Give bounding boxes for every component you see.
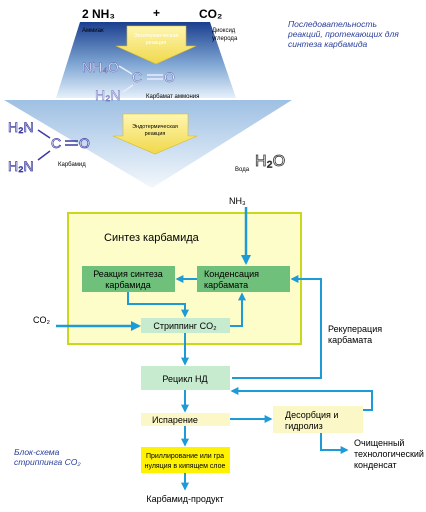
- reactant-nh3: 2 NH₃: [82, 7, 115, 21]
- reactant-ammonia-label: Аммиак: [82, 28, 104, 34]
- urea-h2n-bottom: H₂N: [8, 158, 34, 174]
- arrow-reaction-to-stripping: [127, 292, 189, 318]
- flow-arrows: [127, 275, 373, 491]
- desorption-label-1: Десорбция и: [285, 410, 338, 420]
- endothermic-label-2: реакция: [145, 131, 166, 137]
- prilling-box: [141, 447, 230, 473]
- stripping-label: Стриппинг CO₂: [153, 321, 217, 331]
- desorption-box: [273, 406, 363, 433]
- top-caption-line-1: Последовательность: [288, 19, 377, 29]
- co2-label: CO₂: [33, 315, 51, 325]
- urea-bond-top: [37, 129, 51, 139]
- condensate-label-3: конденсат: [354, 460, 397, 470]
- carbamate-c: C: [132, 69, 142, 85]
- desorption-label-2: гидролиз: [285, 421, 323, 431]
- urea-name: Карбамид: [58, 162, 86, 168]
- upper-funnel: [56, 22, 236, 98]
- bottom-caption: Блок-схема стриппинга CO₂: [14, 447, 81, 467]
- stripping-box: [141, 318, 230, 333]
- recycle-box: [141, 366, 230, 390]
- urea-bond-bottom: [37, 150, 51, 161]
- water-formula: H₂O: [255, 153, 285, 170]
- reactant-co2-label-2: углерода: [212, 36, 238, 42]
- urea-o: O: [79, 135, 90, 151]
- reaction-synthesis-box: [82, 266, 175, 292]
- product-label: Карбамид-продукт: [146, 494, 223, 504]
- bottom-caption-line-1: Блок-схема: [14, 447, 60, 457]
- endothermic-label-1: Эндотермическая: [132, 124, 178, 130]
- bottom-caption-line-2: стриппинга CO₂: [14, 457, 81, 467]
- top-caption-line-3: синтеза карбамида: [288, 39, 368, 49]
- top-caption: Последовательность реакций, протекающих …: [288, 19, 399, 49]
- condensation-label-2: карбамата: [204, 280, 248, 290]
- carbamate-name: Карбамат аммония: [146, 94, 199, 100]
- urea-c: C: [51, 135, 61, 151]
- urea-h2n-top: H₂N: [8, 119, 34, 135]
- reaction-synthesis-label-2: карбамида: [105, 280, 151, 290]
- top-caption-line-2: реакций, протекающих для: [288, 29, 399, 39]
- prilling-label-1: Приллирование или гра: [146, 453, 224, 460]
- water-name: Вода: [235, 167, 250, 173]
- nh3-label: NH₃: [229, 196, 246, 206]
- endothermic-arrow: [112, 113, 198, 155]
- exothermic-arrow: [115, 25, 197, 65]
- recuperation-label-1: Рекуперация: [328, 324, 382, 334]
- condensate-label-2: технологический: [354, 449, 424, 459]
- carbamate-o: O: [164, 69, 175, 85]
- condensation-label-1: Конденсация: [204, 269, 259, 279]
- condensation-box: [197, 266, 290, 292]
- arrow-recuperation-loop: [232, 275, 322, 379]
- prilling-label-2: нуляция в кипящем слое: [145, 463, 226, 470]
- recycle-label: Рецикл НД: [162, 374, 207, 384]
- carbamate-nh4o: NH₄O: [82, 59, 119, 75]
- flow-chart: Синтез карбамида NH₃ Реакция синтеза кар…: [33, 196, 424, 504]
- carbamate-bond-1: [118, 65, 133, 75]
- evaporation-box: [141, 413, 230, 426]
- reactant-co2-label-1: Диоксид: [212, 28, 236, 34]
- arrow-desorption-to-recycle: [230, 387, 373, 411]
- recuperation-label-2: карбамата: [328, 335, 372, 345]
- reaction-synthesis-label-1: Реакция синтеза: [93, 269, 163, 279]
- reaction-scheme: 2 NH₃ + CO₂ Аммиак Диоксид углерода Экзо…: [4, 6, 292, 188]
- arrow-stripping-to-condensation: [230, 292, 246, 327]
- condensate-label-1: Очищенный: [354, 438, 404, 448]
- synthesis-title: Синтез карбамида: [104, 232, 200, 244]
- reactant-co2: CO₂: [199, 7, 222, 21]
- exothermic-label-2: реакция: [146, 40, 167, 46]
- carbamate-bond-2: [122, 84, 134, 93]
- evaporation-label: Испарение: [152, 415, 198, 425]
- carbamate-h2n: H₂N: [95, 87, 121, 103]
- reaction-plus: +: [153, 6, 160, 20]
- exothermic-label-1: Экзотермическая: [134, 33, 179, 39]
- arrow-desorption-to-condensate: [320, 433, 349, 454]
